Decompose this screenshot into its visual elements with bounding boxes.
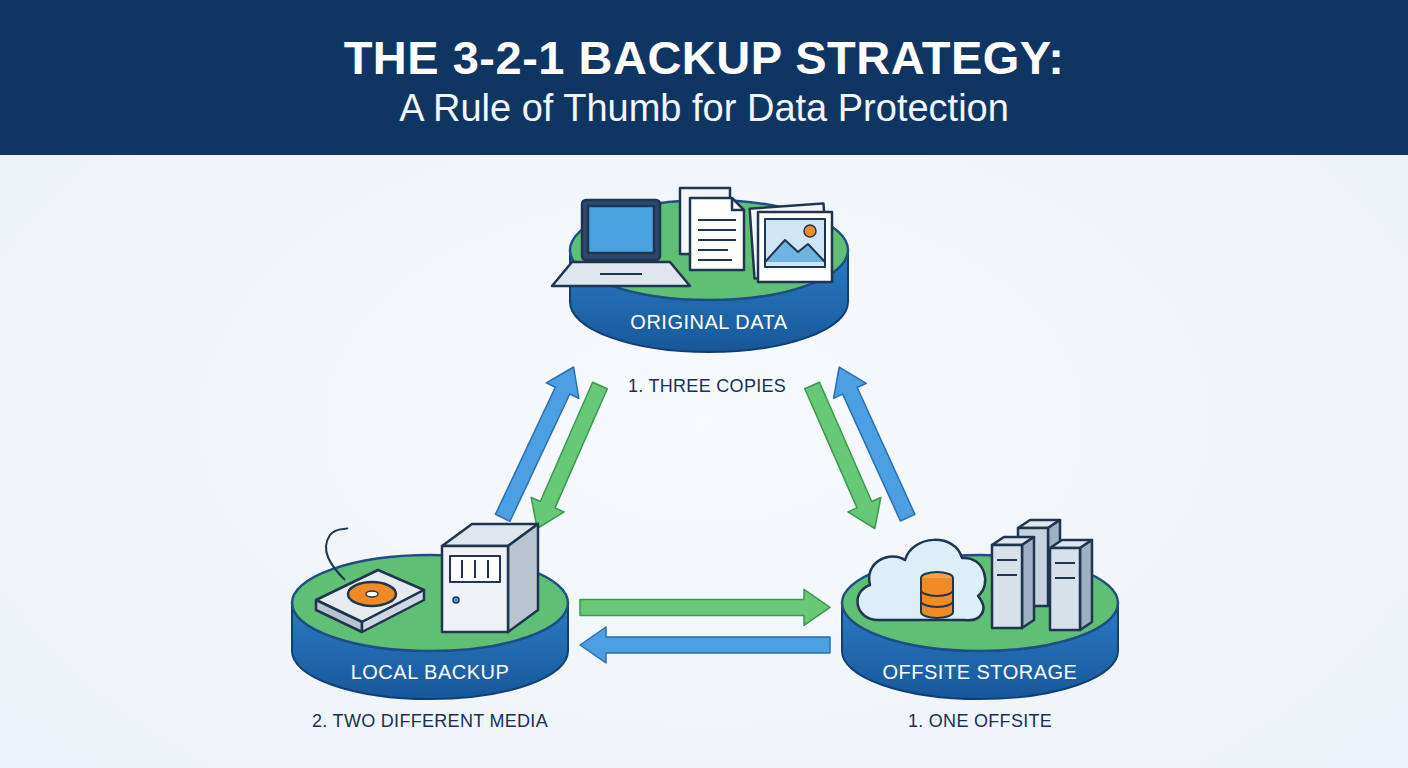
document-icon: [680, 188, 744, 270]
flow-arrow: [834, 367, 915, 521]
subtitle: A Rule of Thumb for Data Protection: [399, 87, 1009, 130]
storage-platform: ORIGINAL DATA: [568, 190, 850, 358]
flow-arrow: [580, 627, 830, 663]
platform-label: ORIGINAL DATA: [568, 311, 850, 334]
flow-arrow: [495, 367, 578, 521]
cloud-icon: [858, 540, 986, 620]
platform-top: [570, 200, 848, 300]
flow-arrow: [580, 589, 830, 625]
storage-platform: LOCAL BACKUP: [290, 545, 570, 705]
rule-label: 2. TWO DIFFERENT MEDIA: [312, 711, 548, 732]
title-band: THE 3-2-1 BACKUP STRATEGY:A Rule of Thum…: [0, 0, 1408, 155]
flow-arrow: [805, 382, 881, 528]
photo-icon: [750, 204, 832, 282]
server-icon: [992, 520, 1092, 630]
laptop-icon: [552, 200, 690, 286]
platform-label: LOCAL BACKUP: [290, 661, 570, 684]
platform-top: [292, 555, 568, 651]
storage-platform: OFFSITE STORAGE: [840, 545, 1120, 705]
diagram-title: THE 3-2-1 BACKUP STRATEGY:: [344, 30, 1065, 85]
flow-arrow: [531, 382, 607, 528]
rule-label: 1. ONE OFFSITE: [908, 711, 1052, 732]
platform-label: OFFSITE STORAGE: [840, 661, 1120, 684]
hard-drive-icon: [316, 528, 424, 632]
platform-top: [842, 555, 1118, 651]
nas-icon: [442, 524, 538, 632]
rule-label: 1. THREE COPIES: [628, 376, 786, 397]
